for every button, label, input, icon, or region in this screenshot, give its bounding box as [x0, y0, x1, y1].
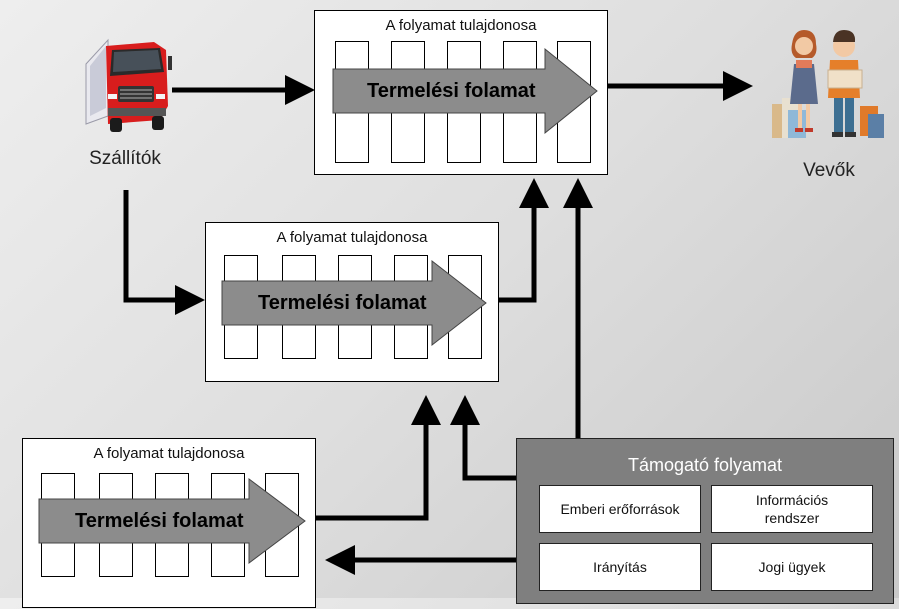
process-box-3: A folyamat tulajdonosa Termelési folamat: [22, 438, 316, 608]
process-name-label: Termelési folamat: [75, 510, 244, 532]
suppliers-label: Szállítók: [89, 148, 161, 169]
process-box-1: A folyamat tulajdonosa Termelési folamat: [314, 10, 608, 175]
support-process-box: Támogató folyamat Emberi erőforrások Inf…: [516, 438, 894, 604]
support-title: Támogató folyamat: [627, 455, 783, 475]
process-box-2: A folyamat tulajdonosa Termelési folamat: [205, 222, 499, 382]
support-item-is: Információs rendszer: [711, 485, 873, 533]
shoppers-icon: [768, 24, 886, 144]
customers-label: Vevők: [803, 160, 855, 181]
process-name-label: Termelési folamat: [258, 292, 427, 314]
process-arrow-shape: [221, 259, 487, 347]
support-item-control: Irányítás: [539, 543, 701, 591]
arrow-support-to-process2: [450, 395, 516, 481]
arrow-supplier-to-process2: [123, 190, 205, 315]
process-arrow-shape: [332, 47, 598, 135]
process-owner-label: A folyamat tulajdonosa: [385, 17, 537, 34]
arrow-process3-to-process2: [316, 395, 441, 521]
process-owner-label: A folyamat tulajdonosa: [276, 229, 428, 246]
process-owner-label: A folyamat tulajdonosa: [93, 445, 245, 462]
support-item-legal: Jogi ügyek: [711, 543, 873, 591]
support-item-hr: Emberi erőforrások: [539, 485, 701, 533]
process-name-label: Termelési folamat: [367, 80, 536, 102]
arrow-process2-to-process1: [498, 178, 549, 303]
process-arrow-shape: [38, 478, 306, 564]
truck-icon: [84, 36, 176, 136]
